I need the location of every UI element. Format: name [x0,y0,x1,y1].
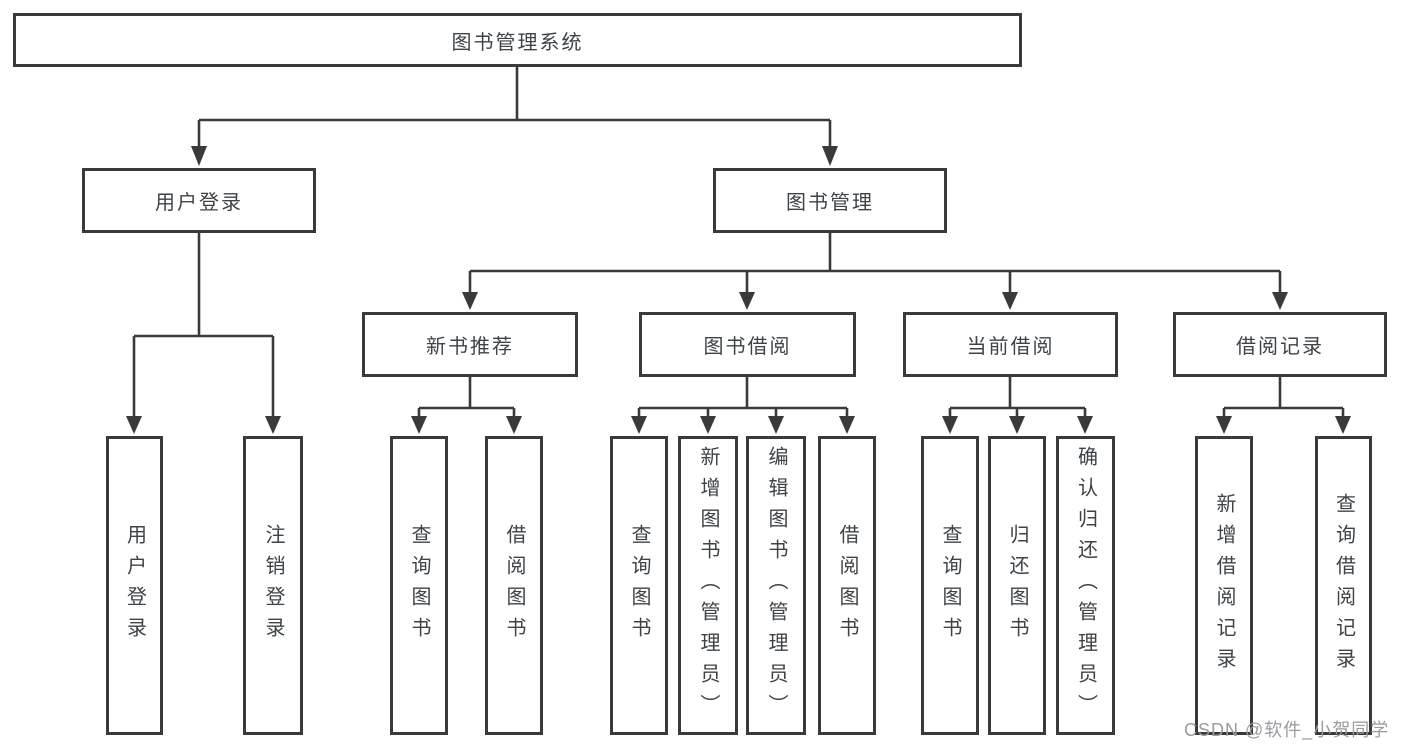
csdn-watermark: CSDN @软件_小贺同学 [1184,720,1390,740]
connector-book-borrow-to-leaves [631,377,855,434]
connector-current-borrow-to-leaves [942,377,1093,434]
node-label: 借阅记录 [1236,336,1324,358]
leaf-add-books-admin: 新增图书（管理员） [678,436,738,735]
connector-user-login-to-leaves [126,233,281,434]
leaf-borrow-books: 借阅图书 [818,436,876,735]
node-label: 图书管理 [786,192,874,214]
leaf-query-borrow-record: 查询借阅记录 [1315,436,1372,735]
leaf-borrow-books-recommend: 借阅图书 [485,436,543,735]
node-label: 确认归还（管理员） [1074,446,1097,725]
leaf-return-books: 归还图书 [988,436,1046,735]
leaf-logout: 注销登录 [243,436,303,735]
connector-root-to-level2 [191,67,838,166]
leaf-query-books-recommend: 查询图书 [390,436,448,735]
node-book-borrowing: 图书借阅 [639,312,856,377]
node-new-book-recommendation: 新书推荐 [362,312,578,377]
node-borrowing-records: 借阅记录 [1173,312,1387,377]
node-label: 用户登录 [123,523,146,648]
node-label: 借阅图书 [836,523,858,648]
connector-new-book-to-leaves [411,377,522,434]
node-label: 编辑图书（管理员） [765,446,787,725]
leaf-query-books-borrow: 查询图书 [610,436,668,735]
node-label: 用户登录 [155,192,243,214]
connector-borrow-records-to-leaves [1216,377,1351,434]
node-label: 新增借阅记录 [1213,492,1235,679]
leaf-user-login: 用户登录 [106,436,163,735]
node-label: 图书管理系统 [451,31,584,54]
node-book-management: 图书管理 [713,168,947,233]
node-label: 注销登录 [262,523,284,648]
leaf-add-borrow-record: 新增借阅记录 [1195,436,1253,735]
node-label: 图书借阅 [703,336,792,358]
node-label: 查询图书 [408,523,430,648]
node-user-login: 用户登录 [82,168,316,233]
node-library-management-system: 图书管理系统 [13,13,1022,67]
node-label: 查询借阅记录 [1332,492,1355,679]
node-label: 新增图书（管理员） [697,446,719,725]
node-label: 归还图书 [1006,523,1028,648]
node-label: 当前借阅 [966,336,1055,358]
node-label: 查询图书 [939,523,961,648]
node-label: 借阅图书 [503,523,525,648]
leaf-query-books-current: 查询图书 [921,436,979,735]
leaf-confirm-return-admin: 确认归还（管理员） [1056,436,1115,735]
node-label: 查询图书 [628,523,650,648]
connector-book-management-to-level3 [462,233,1288,310]
leaf-edit-books-admin: 编辑图书（管理员） [746,436,806,735]
node-current-borrowing: 当前借阅 [903,312,1118,377]
node-label: 新书推荐 [426,336,514,358]
